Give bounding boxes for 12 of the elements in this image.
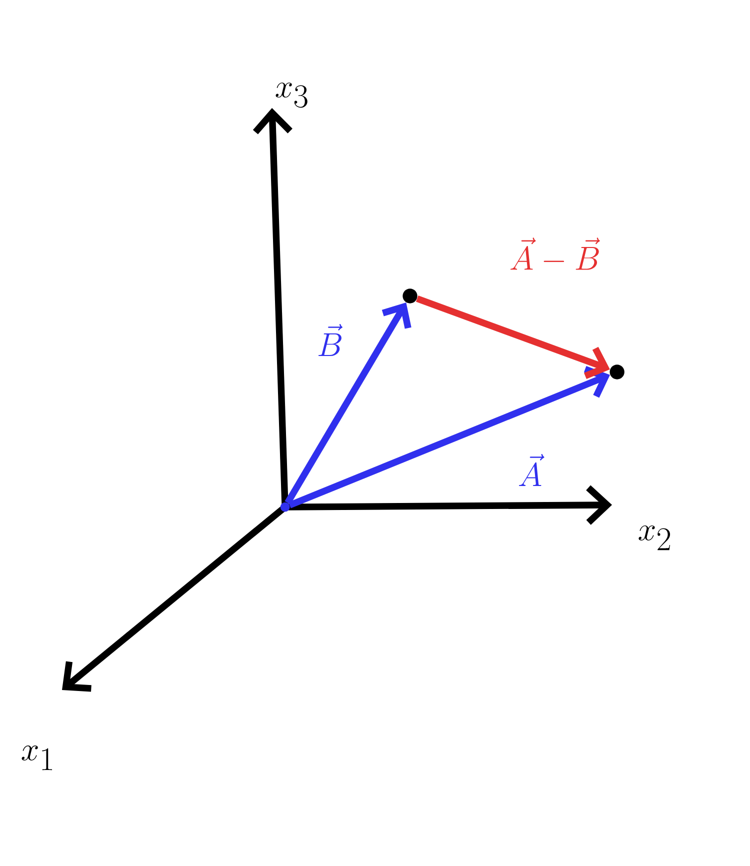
origin-point: [280, 502, 290, 512]
axis-label: $x_2$: [638, 526, 670, 550]
axis-label: $x_1$: [22, 746, 52, 770]
edge-label: $\vec{A} - \vec{B}$: [510, 238, 600, 270]
point-dot: [402, 288, 418, 304]
edge-label: $\vec{B}$: [318, 324, 342, 356]
vector-arrow: [284, 302, 412, 505]
axis-label: $x_3$: [276, 82, 308, 108]
vector-arrow: [288, 366, 610, 508]
vector-arrow: [416, 295, 610, 380]
point-dot: [610, 364, 624, 380]
edge-label: $\vec{A}$: [518, 454, 544, 486]
